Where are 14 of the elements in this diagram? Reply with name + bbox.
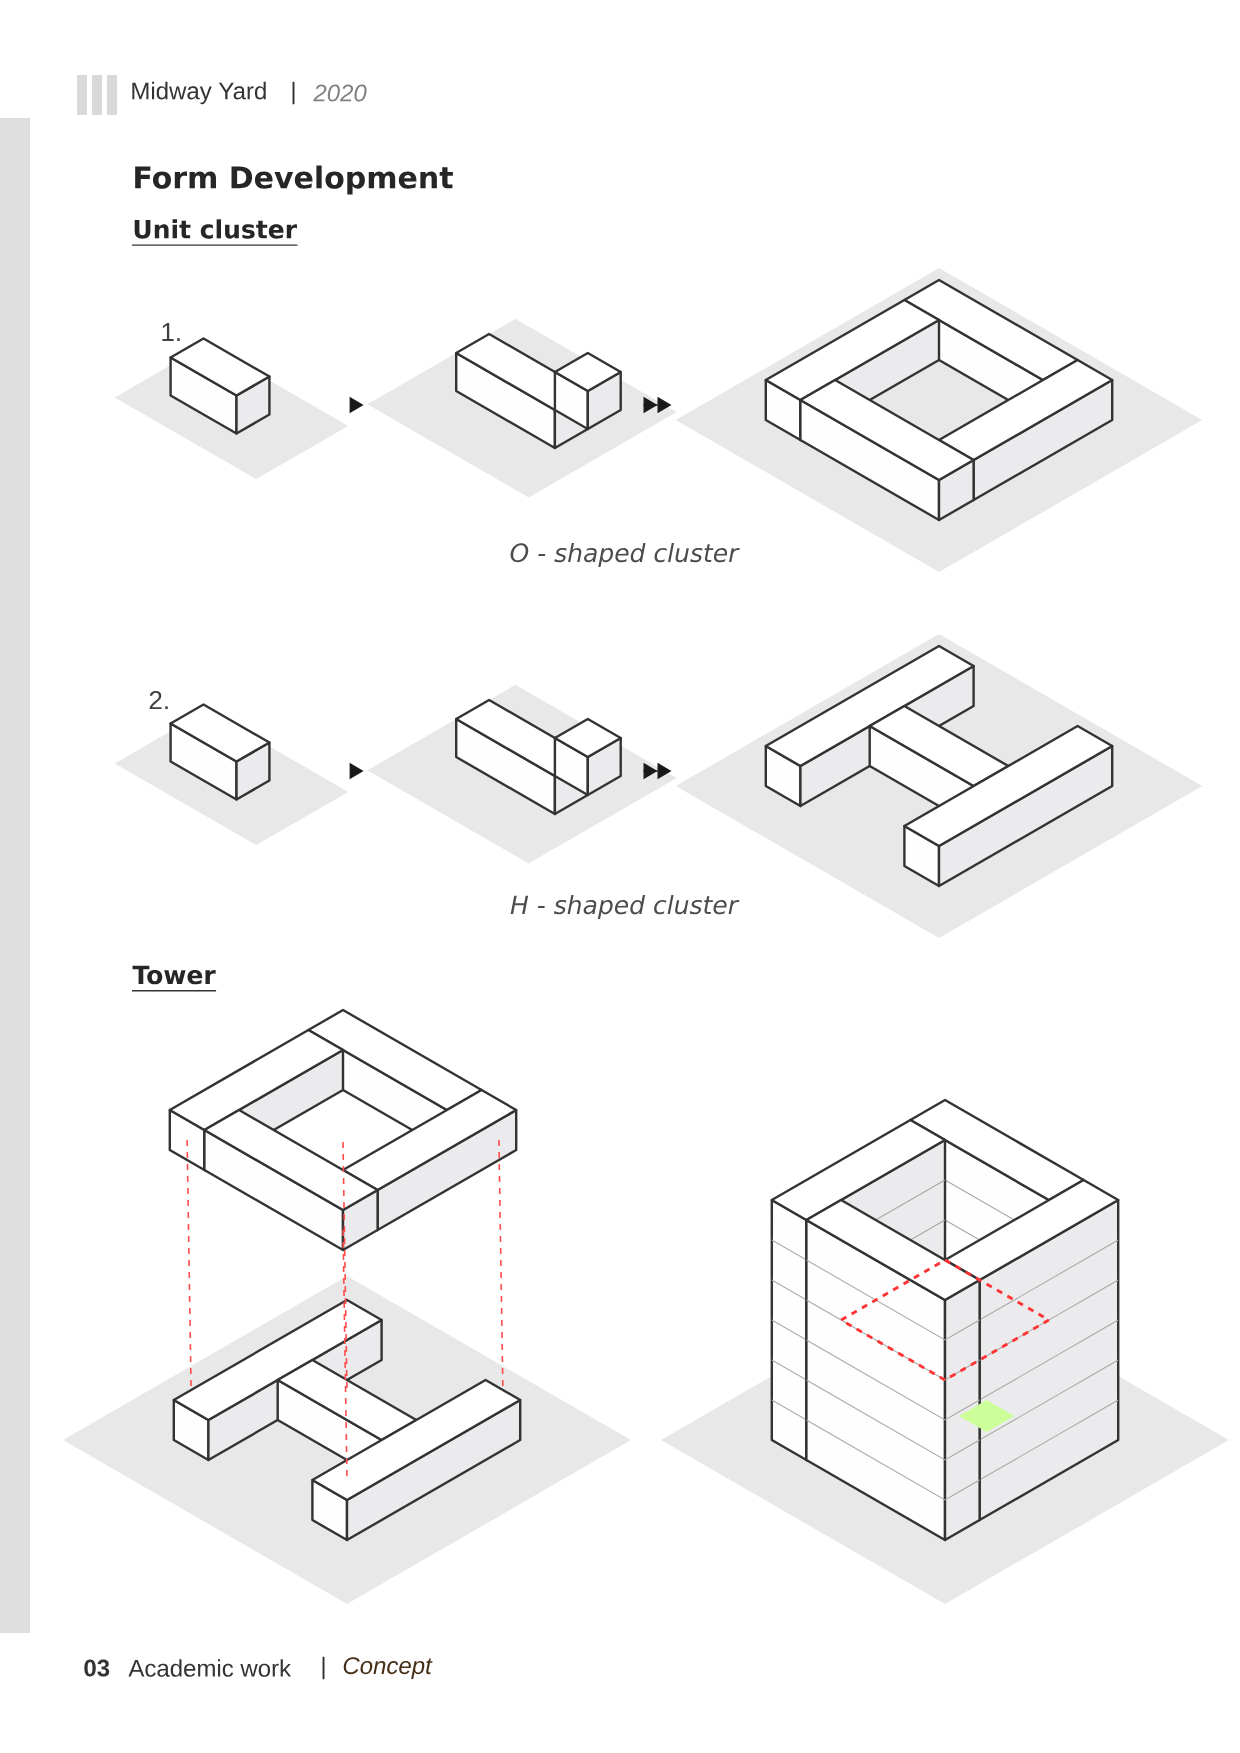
footer-text: | — [322, 1656, 325, 1680]
header-text: Midway Yard — [132, 81, 266, 105]
header-text: | — [292, 81, 295, 105]
page-title: Form Development — [135, 165, 453, 195]
footer-text: Concept — [343, 1657, 433, 1679]
section-heading: Unit cluster — [131, 219, 299, 246]
massing-drawing — [367, 318, 677, 498]
cluster-caption: H - shaped cluster — [510, 894, 740, 920]
section-heading: Tower — [131, 965, 217, 992]
header-text: 2020 — [313, 84, 367, 102]
page-number: 03 — [84, 1659, 110, 1677]
massing-drawing — [367, 684, 677, 864]
cluster-caption: O - shaped cluster — [510, 542, 740, 568]
footer-text: Academic work — [128, 1659, 292, 1677]
